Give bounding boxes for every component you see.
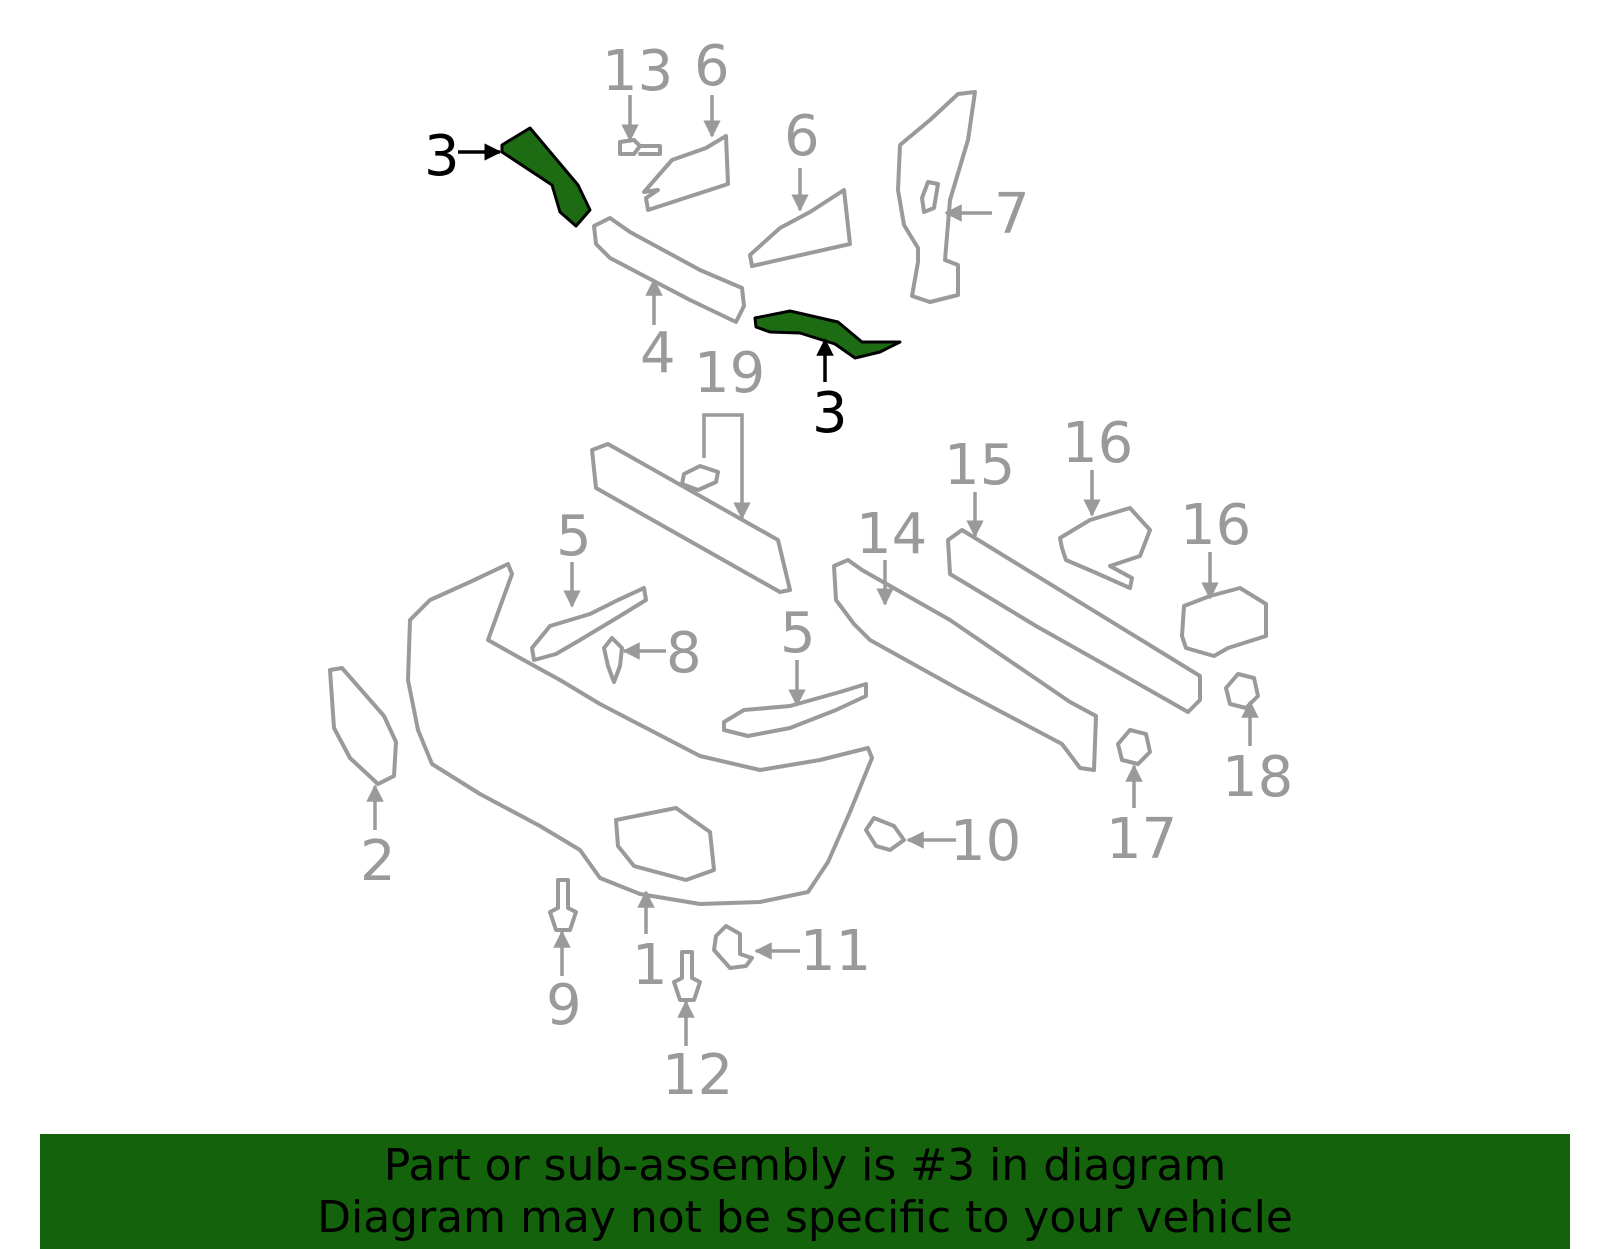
callout-8: 8	[666, 621, 702, 686]
absorber-15[interactable]	[946, 528, 1202, 714]
callout-6b: 6	[784, 104, 820, 169]
callout-16a: 16	[1062, 411, 1133, 476]
bolt-13[interactable]	[618, 138, 662, 156]
callout-5b: 5	[780, 601, 816, 666]
leader-19	[702, 413, 751, 520]
retainer-5-lower[interactable]	[722, 682, 868, 738]
bumper-cover-1[interactable]	[406, 562, 874, 906]
bracket-6-upper[interactable]	[642, 134, 730, 212]
clip-8[interactable]	[602, 636, 624, 684]
panel-7[interactable]	[896, 90, 977, 304]
callout-2: 2	[360, 829, 396, 894]
bolt-12[interactable]	[672, 950, 702, 1002]
callout-7: 7	[994, 182, 1030, 247]
bracket-16-upper[interactable]	[1058, 506, 1152, 590]
bracket-10[interactable]	[864, 816, 906, 852]
bracket-3-right[interactable]	[753, 309, 902, 360]
callout-18: 18	[1222, 745, 1293, 810]
panel-7-hole	[920, 180, 940, 214]
callout-9: 9	[546, 973, 582, 1038]
nut-17[interactable]	[1116, 728, 1152, 766]
callout-3a: 3	[424, 124, 460, 189]
callout-15: 15	[944, 433, 1015, 498]
bracket-3-left[interactable]	[500, 126, 592, 228]
clip-19[interactable]	[680, 464, 720, 492]
callout-17: 17	[1106, 807, 1177, 872]
callout-4: 4	[640, 321, 676, 386]
bracket-16-lower[interactable]	[1180, 586, 1268, 658]
callout-6a: 6	[694, 34, 730, 99]
bolt-9[interactable]	[548, 878, 578, 932]
panel-19[interactable]	[590, 442, 792, 594]
callout-11: 11	[800, 919, 871, 984]
callout-14: 14	[856, 502, 927, 567]
callout-13: 13	[602, 39, 673, 104]
info-banner: Part or sub-assembly is #3 in diagram Di…	[40, 1134, 1570, 1249]
retainer-5-upper[interactable]	[530, 586, 648, 662]
reinforcement-14[interactable]	[832, 558, 1098, 772]
nut-18[interactable]	[1224, 672, 1260, 710]
bumper-fog-opening	[614, 806, 716, 882]
callout-16b: 16	[1180, 493, 1251, 558]
banner-line-2: Diagram may not be specific to your vehi…	[317, 1191, 1293, 1243]
callout-5a: 5	[556, 504, 592, 569]
bracket-6-lower[interactable]	[748, 188, 852, 268]
callout-12: 12	[662, 1043, 733, 1108]
callout-1: 1	[632, 933, 668, 998]
callout-19: 19	[694, 341, 765, 406]
callout-3b: 3	[812, 381, 848, 446]
callout-10: 10	[950, 809, 1021, 874]
bracket-11[interactable]	[712, 924, 754, 970]
bezel-2[interactable]	[328, 666, 398, 786]
banner-line-1: Part or sub-assembly is #3 in diagram	[383, 1139, 1227, 1191]
reinforcement-4[interactable]	[592, 216, 746, 324]
